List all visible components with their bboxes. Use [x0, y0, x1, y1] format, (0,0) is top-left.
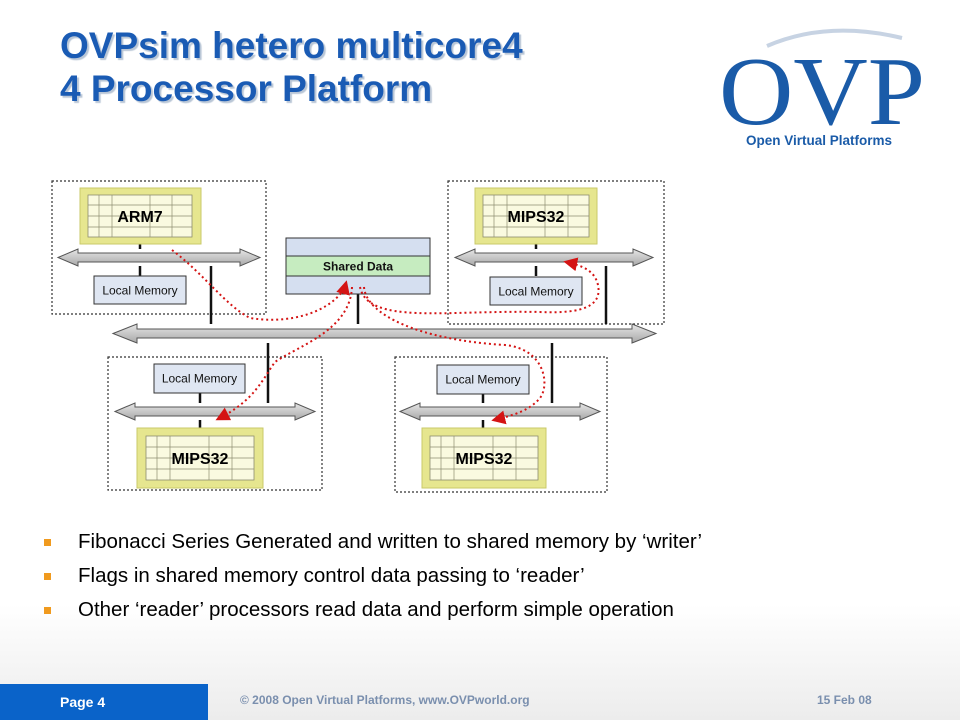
local-memory-label: Local Memory: [445, 373, 520, 387]
footer-copyright: © 2008 Open Virtual Platforms, www.OVPwo…: [240, 693, 530, 707]
shared-data-label: Shared Data: [323, 260, 393, 274]
data-flow-arrows: [171, 249, 600, 425]
footer-date: 15 Feb 08: [817, 693, 872, 707]
cpu-group-arm7: [51, 180, 267, 315]
flow-shared-to-mips32-bottom-right: [363, 286, 546, 425]
bullet-text: Flags in shared memory control data pass…: [78, 564, 585, 587]
footer-page-number: Page 4: [0, 684, 208, 720]
ovp-logo-mark: OVP: [719, 38, 925, 146]
bullet-text: Fibonacci Series Generated and written t…: [78, 530, 702, 553]
cpu-mips32-bottom-right: MIPS32: [421, 427, 547, 489]
local-memory-mips32-top: Local Memory: [489, 276, 583, 306]
bullet-square-icon: [44, 607, 51, 614]
slide-title-line1: OVPsim hetero multicore4: [60, 25, 523, 66]
cpu-label: MIPS32: [172, 451, 229, 468]
bullet-square-icon: [44, 573, 51, 580]
bullet-text: Other ‘reader’ processors read data and …: [78, 598, 674, 621]
local-bus-arm7: [56, 248, 262, 267]
local-memory-arm7: Local Memory: [93, 275, 187, 305]
slide-title-line2: 4 Processor Platform: [60, 68, 433, 109]
local-memory-mips32-bottom-right: Local Memory: [436, 364, 530, 395]
cpu-label: MIPS32: [456, 451, 513, 468]
shared-data-block: Shared Data: [285, 237, 431, 295]
cpu-group-mips32-bottom-left: [107, 356, 323, 491]
local-bus-mips32-top: [453, 248, 655, 267]
local-memory-label: Local Memory: [102, 284, 177, 298]
slide-title: OVPsim hetero multicore4 4 Processor Pla…: [60, 24, 523, 110]
local-memory-label: Local Memory: [162, 372, 237, 386]
cpu-group-mips32-top: [447, 180, 665, 325]
cpu-mips32-top: MIPS32: [474, 187, 598, 245]
cpu-label: MIPS32: [508, 209, 565, 226]
local-bus-mips32-bottom-left: [113, 402, 317, 421]
cpu-arm7: ARM7: [79, 187, 202, 245]
bullet-item: Flags in shared memory control data pass…: [44, 564, 702, 598]
main-bus: [111, 323, 658, 344]
bullet-item: Other ‘reader’ processors read data and …: [44, 598, 702, 632]
local-memory-mips32-bottom-left: Local Memory: [153, 363, 246, 394]
flow-shared-to-mips32-bottom-left: [215, 286, 353, 421]
cpu-label: ARM7: [117, 209, 162, 226]
bullet-square-icon: [44, 539, 51, 546]
local-memory-label: Local Memory: [498, 285, 573, 299]
ovp-logo-subtitle: Open Virtual Platforms: [746, 133, 893, 148]
cpu-mips32-bottom-left: MIPS32: [136, 427, 264, 489]
local-bus-mips32-bottom-right: [398, 402, 602, 421]
cpu-group-mips32-bottom-right: [394, 356, 608, 493]
ovp-logo: OVP: [719, 28, 925, 146]
flow-arm7-to-shared: [171, 249, 350, 321]
bullet-list: Fibonacci Series Generated and written t…: [44, 530, 702, 632]
flow-shared-to-mips32-top: [359, 257, 600, 315]
platform-diagram: ARM7 MIPS32 MIPS32 MIPS32: [51, 180, 665, 493]
bullet-item: Fibonacci Series Generated and written t…: [44, 530, 702, 564]
